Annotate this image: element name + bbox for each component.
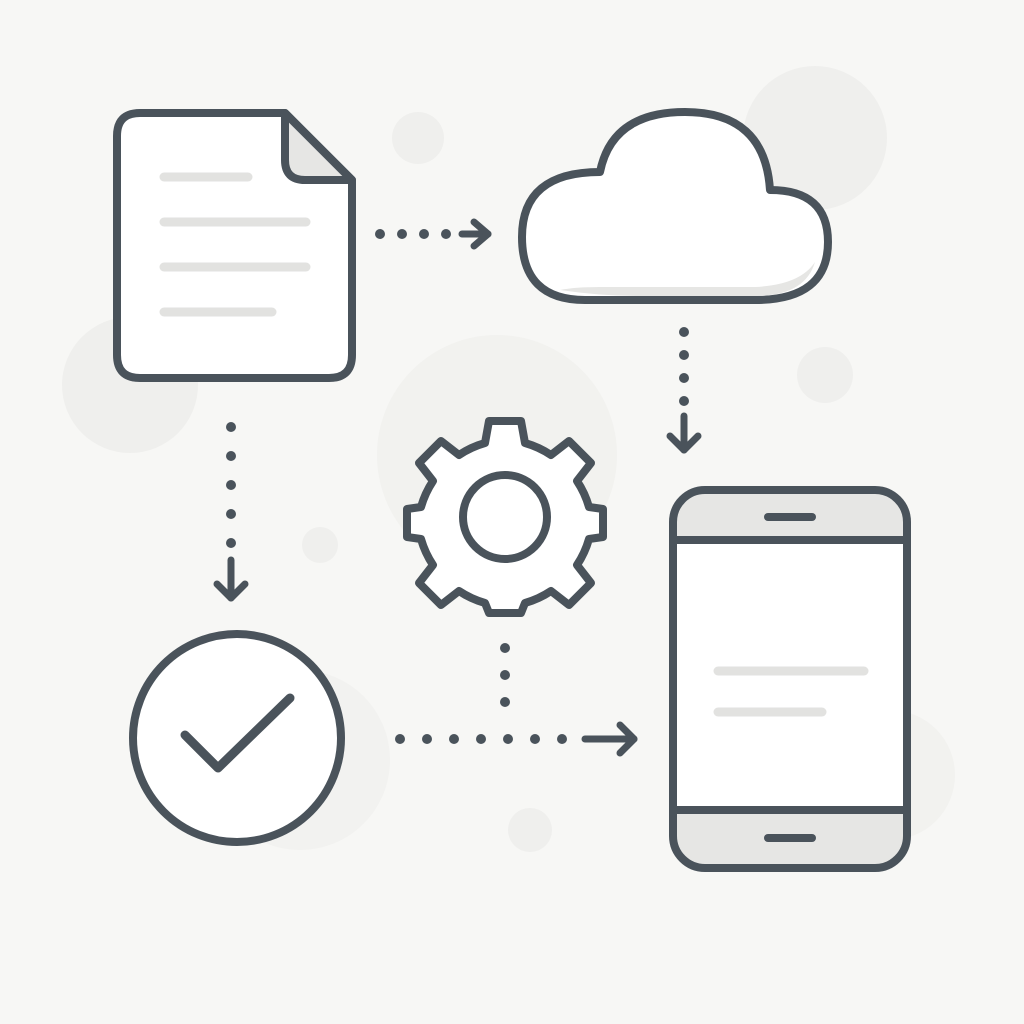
smartphone-icon xyxy=(669,486,911,872)
cloud-icon xyxy=(518,108,832,304)
checkmark-circle-icon xyxy=(129,630,345,846)
connectors xyxy=(213,218,702,757)
document-icon xyxy=(113,109,356,382)
decor-circle xyxy=(743,66,887,210)
arrow-document-to-check xyxy=(213,422,249,602)
decor-circle xyxy=(508,808,552,852)
decor-circle xyxy=(392,112,444,164)
arrow-check-to-phone xyxy=(395,721,638,757)
decor-circle xyxy=(797,347,853,403)
arrow-cloud-to-phone xyxy=(666,327,702,454)
arrow-document-to-cloud xyxy=(375,218,492,250)
decor-circle xyxy=(302,527,338,563)
screen-text-lines xyxy=(713,666,869,717)
dotted-line-gear-to-path xyxy=(500,643,510,707)
gear-icon xyxy=(403,417,607,617)
document-text-lines xyxy=(159,172,311,317)
